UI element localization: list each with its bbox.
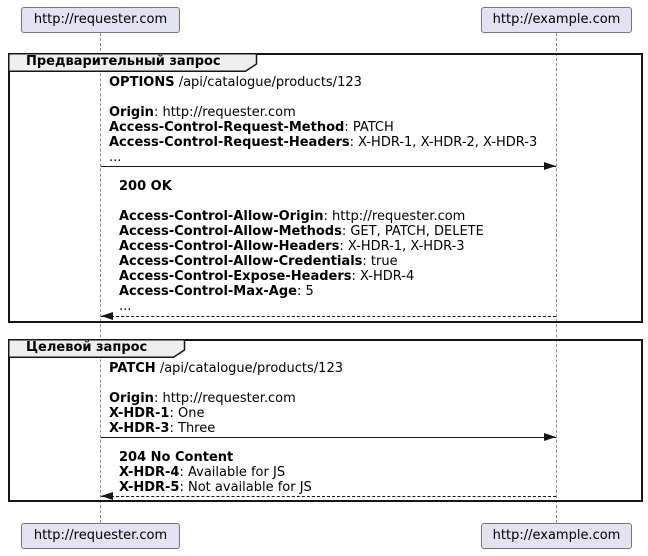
arrowhead-right-icon: [544, 162, 556, 170]
message-line: Access-Control-Allow-Methods: GET, PATCH…: [119, 224, 484, 239]
message-line: ...: [119, 299, 132, 314]
lifeline-example: [556, 33, 557, 523]
arrowhead-right-icon: [544, 433, 556, 441]
message-line: Origin: http://requester.com: [109, 105, 296, 120]
message-line: ...: [109, 150, 122, 165]
frame-preflight-label: Предварительный запрос: [8, 53, 258, 72]
response-arrow-preflight: [101, 312, 556, 321]
message-line: PATCH /api/catalogue/products/123: [109, 361, 343, 376]
message-line: Access-Control-Max-Age: 5: [119, 284, 314, 299]
message-line: Access-Control-Request-Method: PATCH: [109, 120, 394, 135]
participant-example-bottom: http://example.com: [481, 523, 632, 549]
message-line: Access-Control-Allow-Headers: X-HDR-1, X…: [119, 239, 465, 254]
message-line: [109, 376, 343, 391]
frame-target-title: Целевой запрос: [26, 340, 148, 355]
arrow-shaft: [101, 316, 556, 317]
message-line: 204 No Content: [119, 450, 234, 465]
participant-example-top: http://example.com: [481, 7, 632, 33]
frame-target-label: Целевой запрос: [8, 339, 186, 358]
message-line: Origin: http://requester.com: [109, 391, 296, 406]
response-arrow-target: [101, 492, 556, 501]
frame-preflight-title: Предварительный запрос: [26, 54, 221, 69]
participant-requester-top: http://requester.com: [21, 7, 180, 33]
message-line: X-HDR-4: Available for JS: [119, 465, 286, 480]
message-line: X-HDR-3: Three: [109, 421, 216, 436]
message-line: [109, 90, 537, 105]
participant-requester-bottom: http://requester.com: [21, 523, 180, 549]
frame-target: [8, 339, 643, 502]
arrowhead-left-icon: [101, 312, 113, 320]
message-line: Access-Control-Expose-Headers: X-HDR-4: [119, 269, 415, 284]
request-arrow-preflight: [101, 162, 556, 171]
frame-label-pentagon: [8, 339, 186, 358]
message-line: Access-Control-Allow-Credentials: true: [119, 254, 398, 269]
message-line: Access-Control-Allow-Origin: http://requ…: [119, 209, 466, 224]
lifeline-requester: [100, 33, 101, 523]
arrowhead-left-icon: [101, 492, 113, 500]
message-preflight-request: OPTIONS /api/catalogue/products/123 Orig…: [109, 75, 537, 165]
request-arrow-target: [101, 433, 556, 442]
frame-label-pentagon: [8, 53, 258, 72]
message-preflight-response: 200 OK Access-Control-Allow-Origin: http…: [119, 179, 484, 314]
message-line: X-HDR-1: One: [109, 406, 205, 421]
message-target-request: PATCH /api/catalogue/products/123 Origin…: [109, 361, 343, 436]
message-line: [119, 194, 484, 209]
message-line: X-HDR-5: Not available for JS: [119, 480, 312, 495]
message-line: 200 OK: [119, 179, 172, 194]
frame-preflight: [8, 53, 643, 323]
arrow-shaft: [101, 437, 556, 438]
arrow-shaft: [101, 496, 556, 497]
arrow-shaft: [101, 166, 556, 167]
message-line: OPTIONS /api/catalogue/products/123: [109, 75, 362, 90]
message-line: Access-Control-Request-Headers: X-HDR-1,…: [109, 135, 538, 150]
